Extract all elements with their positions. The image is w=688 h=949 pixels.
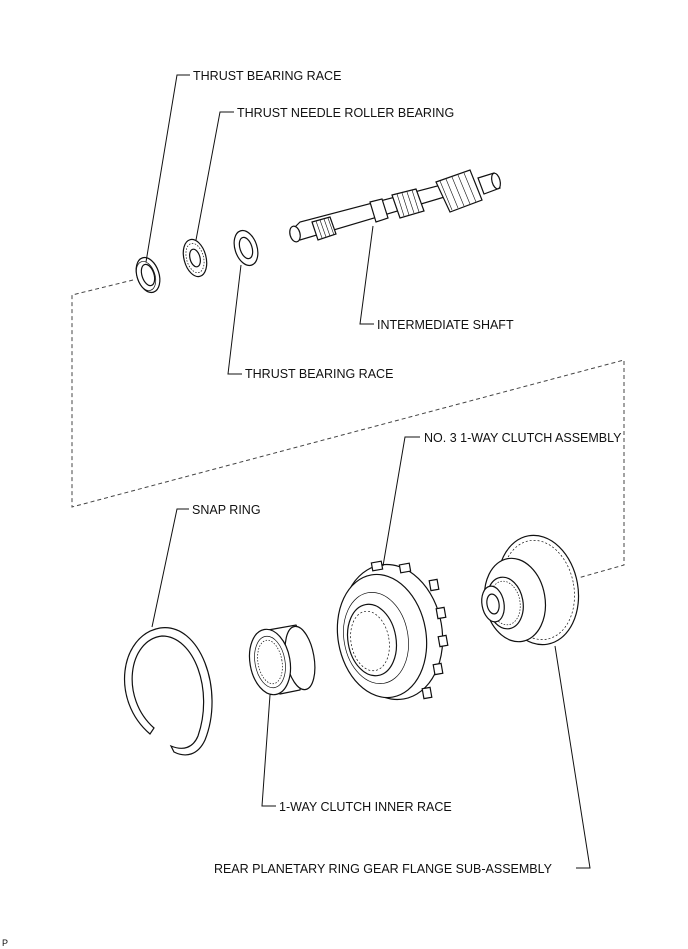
label-thrust-bearing-race-lower: THRUST BEARING RACE — [245, 367, 393, 381]
thrust-needle-roller-bearing-part — [182, 238, 208, 278]
leader-thrust-bearing-race-lower — [227, 264, 242, 375]
leader-intermediate-shaft — [359, 225, 374, 325]
rear-planetary-ring-gear-flange-part — [481, 534, 580, 646]
thrust-bearing-race-top-part — [135, 256, 161, 294]
leader-no3-one-way-clutch-assembly — [382, 436, 420, 567]
label-intermediate-shaft: INTERMEDIATE SHAFT — [377, 318, 514, 332]
leader-thrust-bearing-race-top — [145, 74, 190, 263]
leader-thrust-needle-roller-bearing — [195, 111, 234, 241]
label-thrust-needle-roller-bearing: THRUST NEEDLE ROLLER BEARING — [237, 106, 454, 120]
label-no3-one-way-clutch-assembly: NO. 3 1-WAY CLUTCH ASSEMBLY — [424, 431, 622, 445]
thrust-bearing-race-lower-part — [233, 229, 259, 267]
one-way-clutch-inner-race-part — [248, 624, 316, 696]
alignment-dashed-lines — [71, 279, 625, 579]
figure-code: P — [2, 938, 8, 948]
label-snap-ring: SNAP RING — [192, 503, 261, 517]
label-thrust-bearing-race-top: THRUST BEARING RACE — [193, 69, 341, 83]
leader-rear-planetary-ring-gear-flange — [554, 645, 591, 869]
leader-snap-ring — [151, 508, 189, 628]
no3-one-way-clutch-assembly-part — [336, 560, 449, 701]
label-rear-planetary-ring-gear-flange: REAR PLANETARY RING GEAR FLANGE SUB-ASSE… — [214, 862, 553, 876]
label-one-way-clutch-inner-race: 1-WAY CLUTCH INNER RACE — [279, 800, 452, 814]
leader-one-way-clutch-inner-race — [261, 694, 276, 807]
snap-ring-part — [124, 627, 213, 756]
intermediate-shaft-part — [289, 169, 501, 243]
